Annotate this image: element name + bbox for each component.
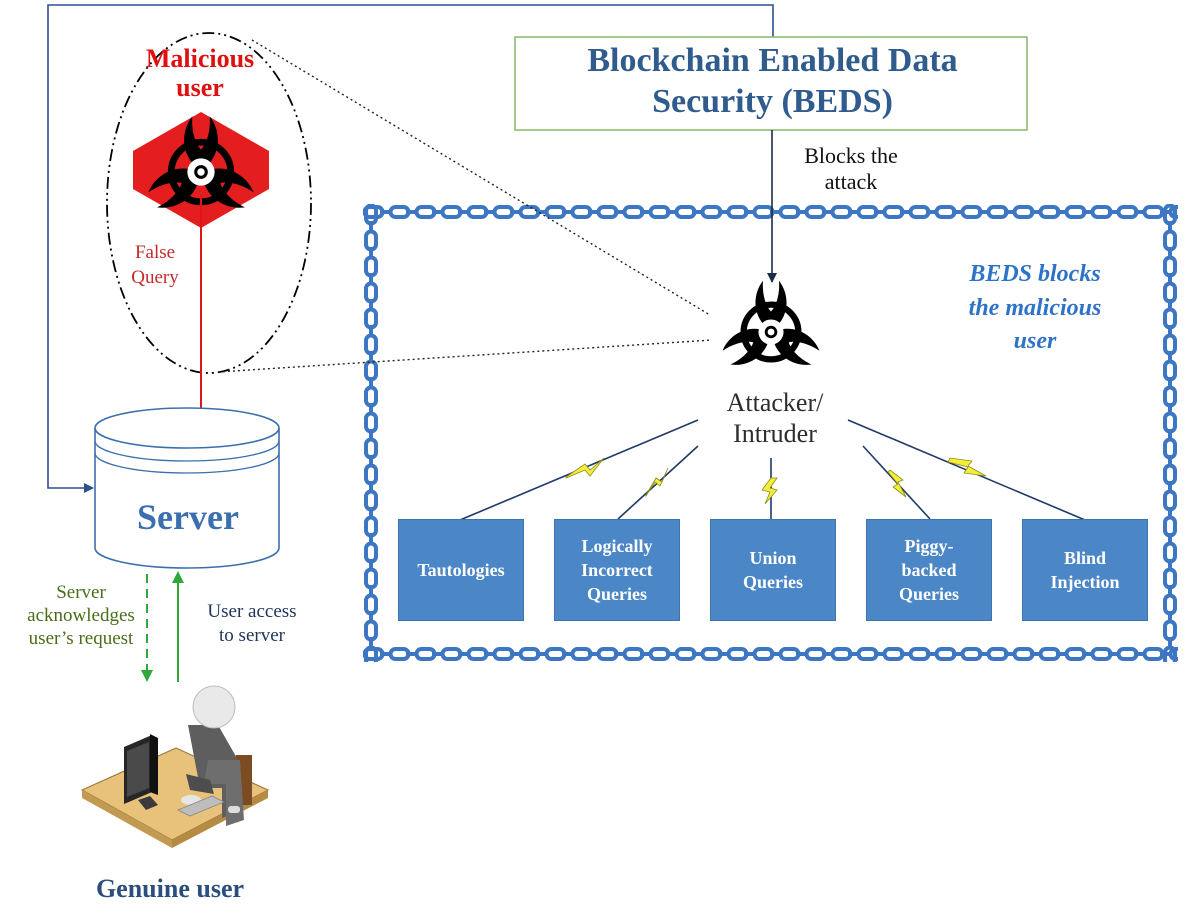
computer-user-icon [80,685,270,848]
query-box-piggy-backed: Piggy- backed Queries [866,519,992,621]
server-label: Server [137,497,239,537]
query-box-logically-incorrect: Logically Incorrect Queries [554,519,680,621]
false-query-label: False Query [131,242,179,289]
query-box-tautologies: Tautologies [398,519,524,621]
beds-title: Blockchain Enabled Data Security (BEDS) [587,42,958,121]
query-box-blind-injection: Blind Injection [1022,519,1148,621]
beds-blocks-label: BEDS blocks the malicious user [968,261,1102,355]
biohazard-icon [719,281,823,371]
chain-border [363,204,1178,662]
attacker-label: Attacker/ Intruder [726,388,824,449]
malicious-zone-ellipse [106,32,312,374]
loop-connector [47,4,774,493]
dotted-connector-bottom [217,339,713,373]
blocks-attack-label: Blocks the attack [804,143,898,195]
query-box-union: Union Queries [710,519,836,621]
server-cylinder [94,407,280,569]
beds-title-box [514,36,1028,131]
dotted-connector-top [251,39,711,316]
genuine-user-label: Genuine user [95,874,245,903]
access-label: User access to server [207,601,297,646]
malicious-user-label: Malicious user [145,44,255,103]
acknowledge-label: Server acknowledges user’s request [27,582,135,649]
attack-links [459,419,1086,521]
